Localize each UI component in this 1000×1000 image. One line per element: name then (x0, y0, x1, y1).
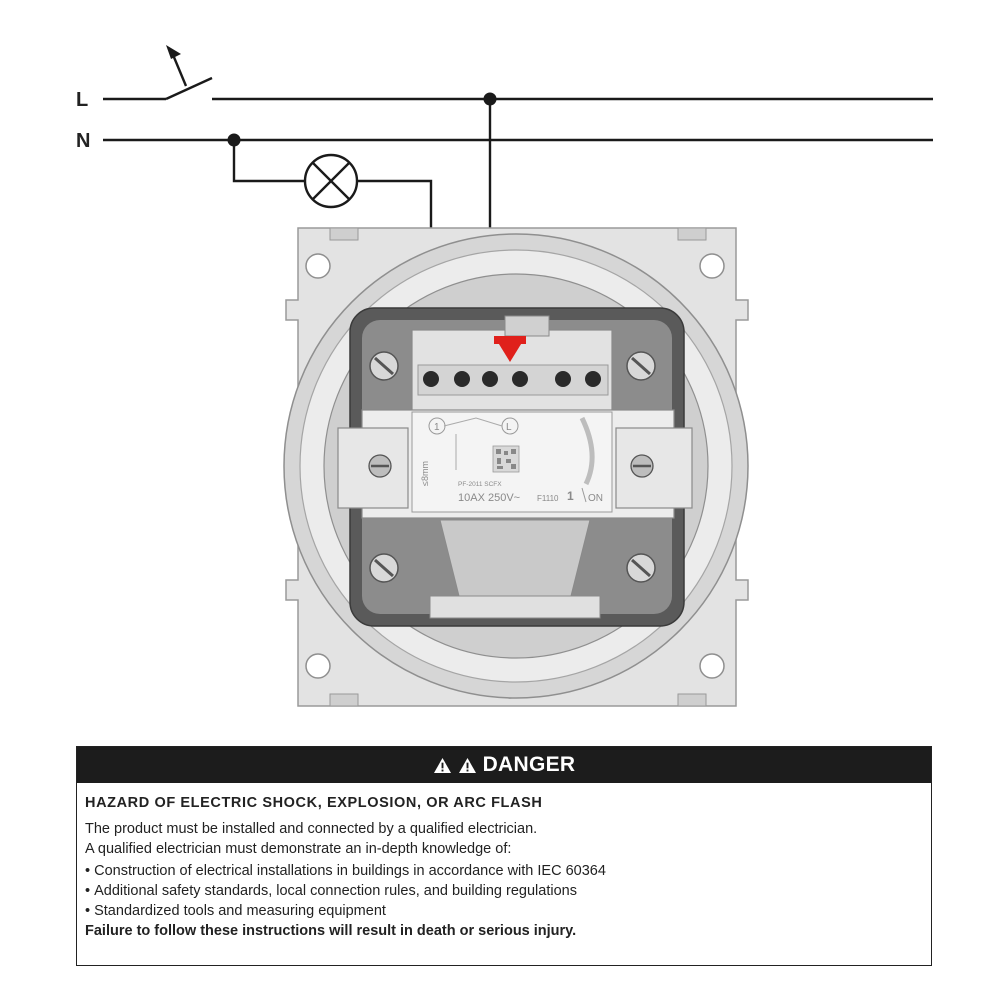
bottom-clip (429, 595, 601, 619)
terminal-1-text: 1 (434, 422, 440, 433)
lamp-icon (303, 153, 359, 209)
strip-length-text: ≤8mm (420, 461, 430, 486)
danger-notice: DANGER HAZARD OF ELECTRIC SHOCK, EXPLOSI… (76, 746, 932, 966)
rating-text: 10AX 250V~ (458, 492, 520, 504)
intro-line-1: The product must be installed and connec… (85, 821, 538, 837)
switch-device: 1 L ≤8mm PF-2011 SCFX 10AX 250V~ F1110 1… (283, 227, 749, 707)
list-item: Standardized tools and measuring equipme… (85, 901, 921, 921)
side-clamps (337, 427, 693, 509)
data-matrix-code (492, 445, 520, 473)
on-separator (581, 487, 587, 503)
neutral-to-lamp-wire (232, 140, 305, 183)
neutral-label: N (76, 130, 90, 152)
requirement-list: Construction of electrical installations… (85, 861, 921, 921)
list-item: Construction of electrical installations… (85, 861, 921, 881)
frame-notches (329, 227, 707, 707)
line-junction-dot (483, 92, 497, 106)
danger-body: HAZARD OF ELECTRIC SHOCK, EXPLOSION, OR … (77, 783, 931, 941)
failure-warning: Failure to follow these instructions wil… (85, 923, 577, 939)
line-label: L (76, 89, 88, 111)
terminal-marker-bar (494, 336, 526, 344)
intro-line-2: A qualified electrician must demonstrate… (85, 841, 512, 857)
lower-cavity (439, 519, 591, 601)
warning-icon (433, 757, 451, 773)
internal-link-line (443, 417, 503, 427)
list-item: Additional safety standards, local conne… (85, 881, 921, 901)
switch-arrow-head (166, 45, 181, 59)
on-marker-text: 1 (567, 489, 574, 503)
fixing-screws (369, 351, 656, 583)
part-code-text: PF-2011 SCFX (458, 481, 502, 488)
terminal-l-text: L (506, 422, 512, 433)
danger-header: DANGER (77, 747, 931, 783)
release-tab (504, 315, 550, 337)
warning-icon-electric (458, 757, 476, 773)
model-text: F1110 (537, 494, 559, 503)
danger-title: DANGER (482, 753, 576, 776)
rocker-indicator (579, 416, 595, 486)
switch-blade (165, 76, 213, 101)
neutral-junction-dot (227, 133, 241, 147)
wiring-diagram: L N (76, 45, 933, 707)
on-text: ON (588, 493, 603, 504)
terminal-holes (417, 364, 609, 396)
hazard-title: HAZARD OF ELECTRIC SHOCK, EXPLOSION, OR … (85, 795, 543, 811)
